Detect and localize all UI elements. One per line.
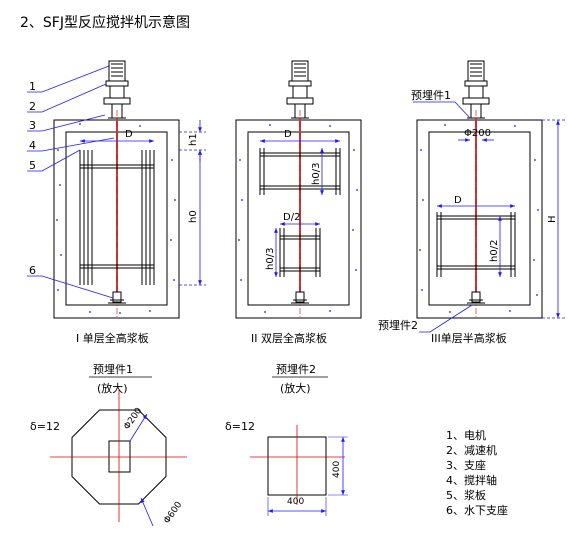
tank3-caption: III单层半高浆板 xyxy=(431,332,507,345)
callout-leaders xyxy=(27,65,115,299)
tank3-h-text: H xyxy=(547,215,558,223)
tank1-h1-text: h1 xyxy=(188,133,199,146)
tank3-dims xyxy=(437,119,566,319)
tank3-phi-label: Φ200 xyxy=(464,128,491,139)
tank1-paddle xyxy=(79,150,155,285)
detail1-phi-outer-text: Φ600 xyxy=(162,500,184,526)
legend-item: 3、支座 xyxy=(446,459,486,472)
tank3-embed-leaders xyxy=(413,101,473,333)
tank1-underwater-support xyxy=(108,291,126,304)
tank1-caption: I 单层全高浆板 xyxy=(76,332,149,345)
tank1-motor xyxy=(103,60,131,119)
detail1-delta: δ=12 xyxy=(30,420,60,433)
callout-6: 6 xyxy=(29,264,36,277)
tank-single-layer xyxy=(53,60,206,319)
tank2-h0-3b-text: h0/3 xyxy=(265,248,276,270)
tank2-motor xyxy=(286,60,314,119)
embed1-label: 预埋件1 xyxy=(411,89,451,102)
detail2-height-text: 400 xyxy=(332,461,342,478)
detail2-width-text: 400 xyxy=(287,497,305,507)
detail2-square xyxy=(250,376,348,516)
tank1-d-label: D xyxy=(125,129,133,140)
tank1-h0-text: h0 xyxy=(188,210,199,223)
tank2-d-label: D xyxy=(284,129,292,140)
tank2-upper-paddle xyxy=(259,148,341,195)
detail1-title: 预埋件1 xyxy=(93,363,133,376)
detail1-octagon xyxy=(50,376,187,527)
tank-half-height xyxy=(413,60,566,333)
detail2-delta: δ=12 xyxy=(225,420,255,433)
tank3-underwater-support xyxy=(467,291,485,304)
tank2-walls xyxy=(235,119,362,319)
detail1-subtitle: (放大) xyxy=(97,382,128,395)
tank2-lower-paddle xyxy=(279,228,321,277)
callout-3: 3 xyxy=(29,119,36,132)
legend: 1、电机 2、减速机 3、支座 4、搅拌轴 5、浆板 6、水下支座 xyxy=(446,428,508,518)
tank1-concrete-speckle xyxy=(56,123,176,314)
tank3-h0-2-text: h0/2 xyxy=(489,240,500,262)
legend-item: 2、减速机 xyxy=(446,444,497,457)
legend-item: 4、搅拌轴 xyxy=(446,474,497,487)
tank3-concrete-speckle xyxy=(419,124,539,313)
callout-5: 5 xyxy=(29,159,36,172)
tank2-caption: II 双层全高浆板 xyxy=(251,332,327,345)
embed2-label: 预埋件2 xyxy=(378,319,418,332)
tank2-d-half-label: D/2 xyxy=(283,212,301,223)
tank3-walls xyxy=(416,119,543,319)
tank2-underwater-support xyxy=(291,291,309,304)
tank2-concrete-speckle xyxy=(238,124,358,313)
callout-2: 2 xyxy=(29,100,36,113)
legend-item: 5、浆板 xyxy=(446,489,486,502)
callout-4: 4 xyxy=(29,139,36,152)
tank3-paddle xyxy=(436,212,516,277)
tank2-dims xyxy=(260,139,340,277)
tank3-d-label: D xyxy=(454,195,462,206)
tank2-h0-3a-text: h0/3 xyxy=(311,163,322,185)
tank-double-layer xyxy=(235,60,362,319)
legend-item: 6、水下支座 xyxy=(446,504,508,517)
detail2-title: 预埋件2 xyxy=(276,363,316,376)
callout-1: 1 xyxy=(29,80,36,93)
legend-item: 1、电机 xyxy=(446,429,486,442)
tank1-dim-h0 xyxy=(179,150,206,286)
detail2-subtitle: (放大) xyxy=(280,382,311,395)
tank3-motor xyxy=(462,60,490,119)
page-title: 2、SFJ型反应搅拌机示意图 xyxy=(20,15,190,31)
